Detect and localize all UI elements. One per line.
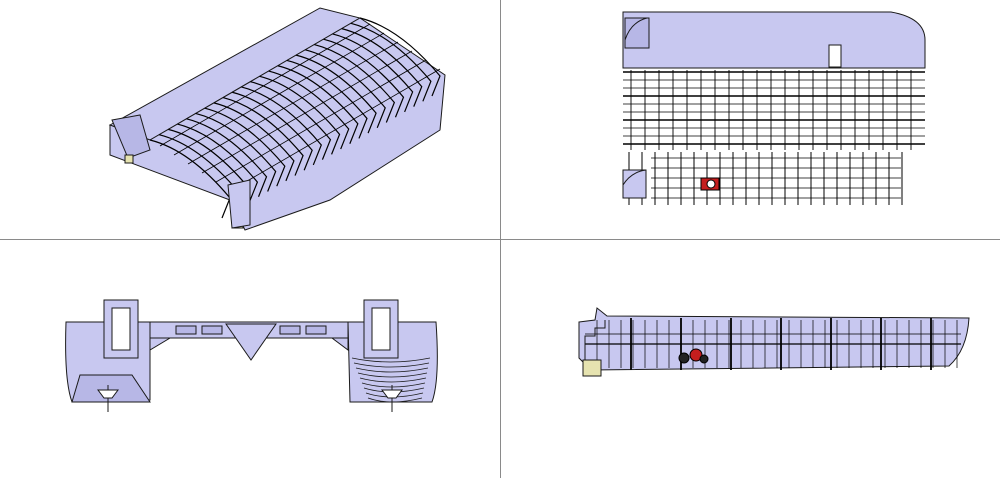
plan-hull-drawing <box>622 11 926 205</box>
profile-hull-drawing <box>578 307 970 377</box>
bulkhead-icon <box>624 17 650 49</box>
viewport-end[interactable] <box>0 240 500 478</box>
winch-icon <box>700 177 720 191</box>
viewport-profile[interactable] <box>501 240 1000 478</box>
isometric-hull-drawing <box>108 7 446 231</box>
viewport-splitter-horizontal[interactable] <box>0 239 1000 240</box>
end-hull-drawing <box>65 299 438 412</box>
bulkhead-icon <box>622 169 647 199</box>
viewport-isometric[interactable] <box>0 0 500 239</box>
winch-icon <box>678 348 709 364</box>
viewport-plan[interactable] <box>501 0 1000 239</box>
